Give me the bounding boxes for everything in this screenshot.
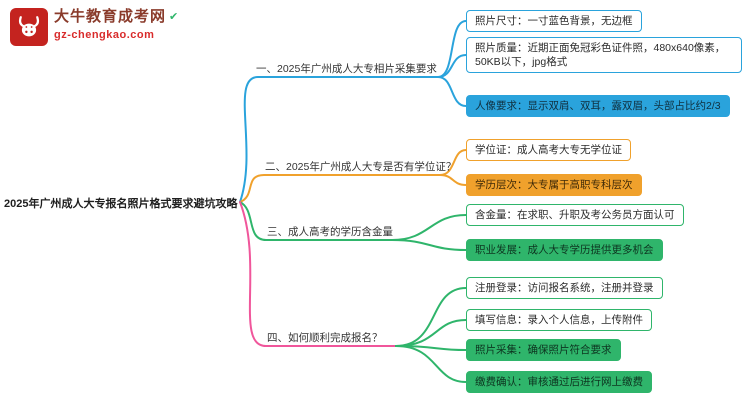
leaf-node-payment-confirm: 缴费确认：审核通过后进行网上缴费 xyxy=(466,371,652,393)
mindmap-root-topic: 2025年广州成人大专报名照片格式要求避坑攻略 xyxy=(4,198,238,210)
leaf-node-degree-certificate: 学位证：成人高考大专无学位证 xyxy=(466,139,631,161)
verified-check-icon: ✔ xyxy=(169,11,180,23)
leaf-node-photo-quality: 照片质量：近期正面免冠彩色证件照，480x640像素，50KB以下，jpg格式 xyxy=(466,37,742,73)
logo-text-block: 大牛教育成考网 ✔ gz-chengkao.com xyxy=(54,8,179,41)
branch-label-1: 一、2025年广州成人大专相片采集要求 xyxy=(256,63,437,75)
site-name: 大牛教育成考网 xyxy=(54,8,167,25)
bull-logo-icon xyxy=(10,8,48,46)
branch-label-3: 三、成人高考的学历含金量 xyxy=(267,226,393,238)
branch-label-2: 二、2025年广州成人大专是否有学位证？ xyxy=(265,161,457,173)
leaf-node-value: 含金量：在求职、升职及考公务员方面认可 xyxy=(466,204,684,226)
site-url: gz-chengkao.com xyxy=(54,29,155,41)
leaf-node-portrait-requirements: 人像要求：显示双肩、双耳，露双眉，头部占比约2/3 xyxy=(466,95,730,117)
leaf-node-photo-collection: 照片采集：确保照片符合要求 xyxy=(466,339,621,361)
leaf-node-photo-size: 照片尺寸：一寸蓝色背景，无边框 xyxy=(466,10,642,32)
leaf-node-career-development: 职业发展：成人大专学历提供更多机会 xyxy=(466,239,663,261)
leaf-node-register-login: 注册登录：访问报名系统，注册并登录 xyxy=(466,277,663,299)
leaf-node-fill-info: 填写信息：录入个人信息，上传附件 xyxy=(466,309,652,331)
leaf-node-education-level: 学历层次：大专属于高职专科层次 xyxy=(466,174,642,196)
site-logo: 大牛教育成考网 ✔ gz-chengkao.com xyxy=(10,8,179,46)
branch-label-4: 四、如何顺利完成报名？ xyxy=(267,332,383,344)
